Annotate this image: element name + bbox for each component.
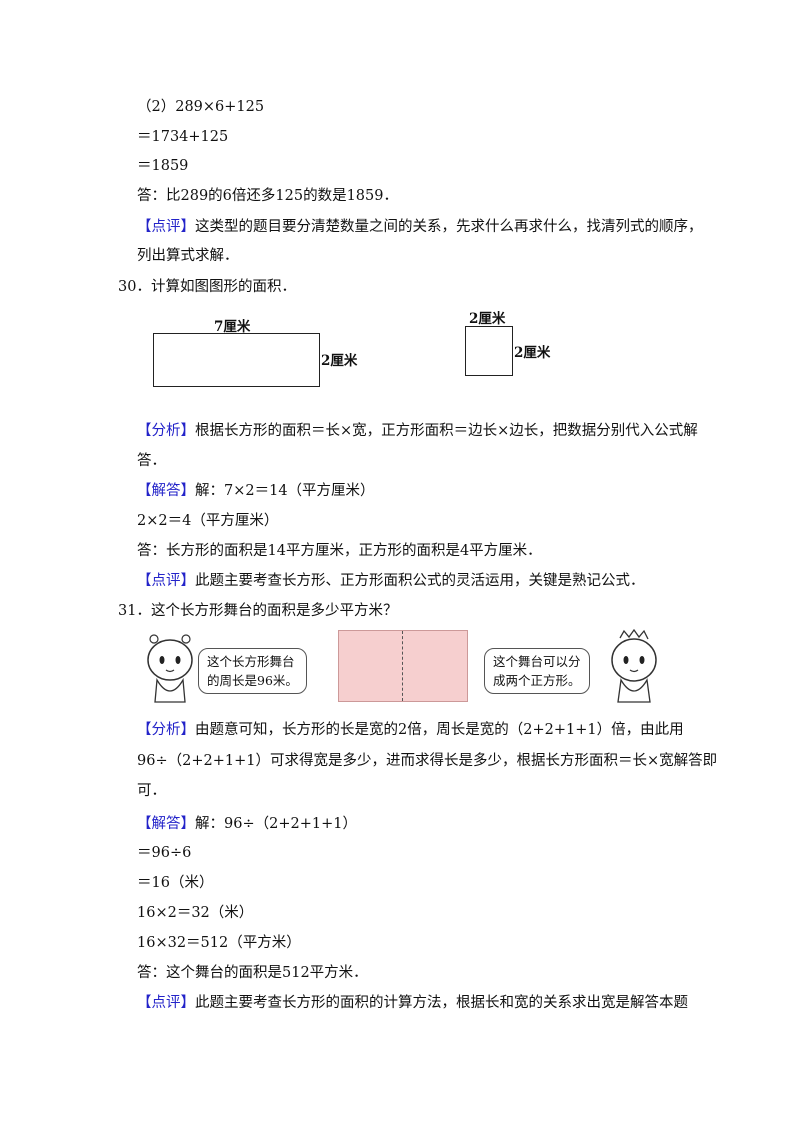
comment-line: 【点评】此题主要考查长方形、正方形面积公式的灵活运用，关键是熟记公式． bbox=[137, 571, 645, 591]
calc-line: （2）289×6+125 bbox=[137, 99, 265, 115]
solution-text: 解：96÷（2+2+1+1） bbox=[195, 816, 357, 832]
analysis-text: 由题意可知，长方形的长是宽的2倍，周长是宽的（2+2+1+1）倍，由此用 bbox=[195, 722, 684, 738]
stage-rectangle bbox=[338, 630, 468, 702]
comment-text: 这类型的题目要分清楚数量之间的关系，先求什么再求什么，找清列式的顺序， bbox=[195, 219, 703, 235]
bubble-left-line-2: 的周长是96米。 bbox=[207, 673, 298, 688]
comment-line: 【点评】此题主要考查长方形的面积的计算方法，根据长和宽的关系求出宽是解答本题 bbox=[137, 993, 688, 1013]
solution-tag: 【解答】 bbox=[137, 816, 195, 832]
solution-line: ＝96÷6 bbox=[137, 845, 192, 861]
solution-line: ＝16（米） bbox=[137, 875, 214, 891]
solution-line: 16×32＝512（平方米） bbox=[137, 935, 301, 951]
answer-line: 答：长方形的面积是14平方厘米，正方形的面积是4平方厘米． bbox=[137, 543, 542, 559]
solution-line: 16×2＝32（米） bbox=[137, 905, 254, 921]
rect-length-label: 7厘米 bbox=[214, 319, 251, 335]
square-top-label: 2厘米 bbox=[469, 311, 506, 327]
analysis-text: 根据长方形的面积＝长×宽，正方形面积＝边长×边长，把数据分别代入公式解 bbox=[195, 423, 698, 439]
square-side-label: 2厘米 bbox=[514, 345, 551, 361]
comment-line-cont: 列出算式求解． bbox=[137, 248, 239, 264]
comment-tag: 【点评】 bbox=[137, 995, 195, 1011]
solution-line: 2×2＝4（平方厘米） bbox=[137, 513, 279, 529]
analysis-line-cont: 96÷（2+2+1+1）可求得宽是多少，进而求得长是多少，根据长方形面积＝长×宽… bbox=[137, 753, 718, 769]
analysis-line: 【分析】由题意可知，长方形的长是宽的2倍，周长是宽的（2+2+1+1）倍，由此用 bbox=[137, 720, 684, 740]
square-shape bbox=[465, 326, 513, 376]
comment-line: 【点评】这类型的题目要分清楚数量之间的关系，先求什么再求什么，找清列式的顺序， bbox=[137, 217, 703, 237]
question-31: 31．这个长方形舞台的面积是多少平方米？ bbox=[118, 603, 398, 619]
stage-divider-dashed bbox=[402, 631, 403, 701]
cartoon-character-right-icon bbox=[611, 628, 657, 703]
analysis-tag: 【分析】 bbox=[137, 722, 195, 738]
solution-line: 【解答】解：7×2＝14（平方厘米） bbox=[137, 481, 375, 501]
analysis-line: 【分析】根据长方形的面积＝长×宽，正方形面积＝边长×边长，把数据分别代入公式解 bbox=[137, 421, 698, 441]
solution-tag: 【解答】 bbox=[137, 483, 195, 499]
analysis-line-cont: 可． bbox=[137, 783, 166, 799]
question-30: 30．计算如图图形的面积． bbox=[118, 279, 296, 295]
cartoon-character-left-icon bbox=[147, 634, 193, 703]
calc-line: ＝1859 bbox=[137, 158, 189, 174]
solution-text: 解：7×2＝14（平方厘米） bbox=[195, 483, 375, 499]
bubble-right-line-2: 成两个正方形。 bbox=[493, 673, 581, 688]
comment-tag: 【点评】 bbox=[137, 573, 195, 589]
rect-width-label: 2厘米 bbox=[321, 353, 358, 369]
bubble-left-line-1: 这个长方形舞台 bbox=[207, 654, 295, 669]
analysis-line-cont: 答． bbox=[137, 453, 166, 469]
speech-bubble-right: 这个舞台可以分 成两个正方形。 bbox=[484, 648, 590, 694]
comment-text: 此题主要考查长方形的面积的计算方法，根据长和宽的关系求出宽是解答本题 bbox=[195, 995, 688, 1011]
rectangle-shape bbox=[153, 333, 320, 387]
solution-line: 【解答】解：96÷（2+2+1+1） bbox=[137, 814, 357, 834]
comment-tag: 【点评】 bbox=[137, 219, 195, 235]
bubble-right-line-1: 这个舞台可以分 bbox=[493, 654, 581, 669]
speech-bubble-left: 这个长方形舞台 的周长是96米。 bbox=[198, 648, 307, 694]
analysis-tag: 【分析】 bbox=[137, 423, 195, 439]
calc-line: ＝1734+125 bbox=[137, 129, 229, 145]
answer-line: 答：比289的6倍还多125的数是1859． bbox=[137, 188, 398, 204]
comment-text: 此题主要考查长方形、正方形面积公式的灵活运用，关键是熟记公式． bbox=[195, 573, 645, 589]
answer-line: 答：这个舞台的面积是512平方米． bbox=[137, 965, 368, 981]
